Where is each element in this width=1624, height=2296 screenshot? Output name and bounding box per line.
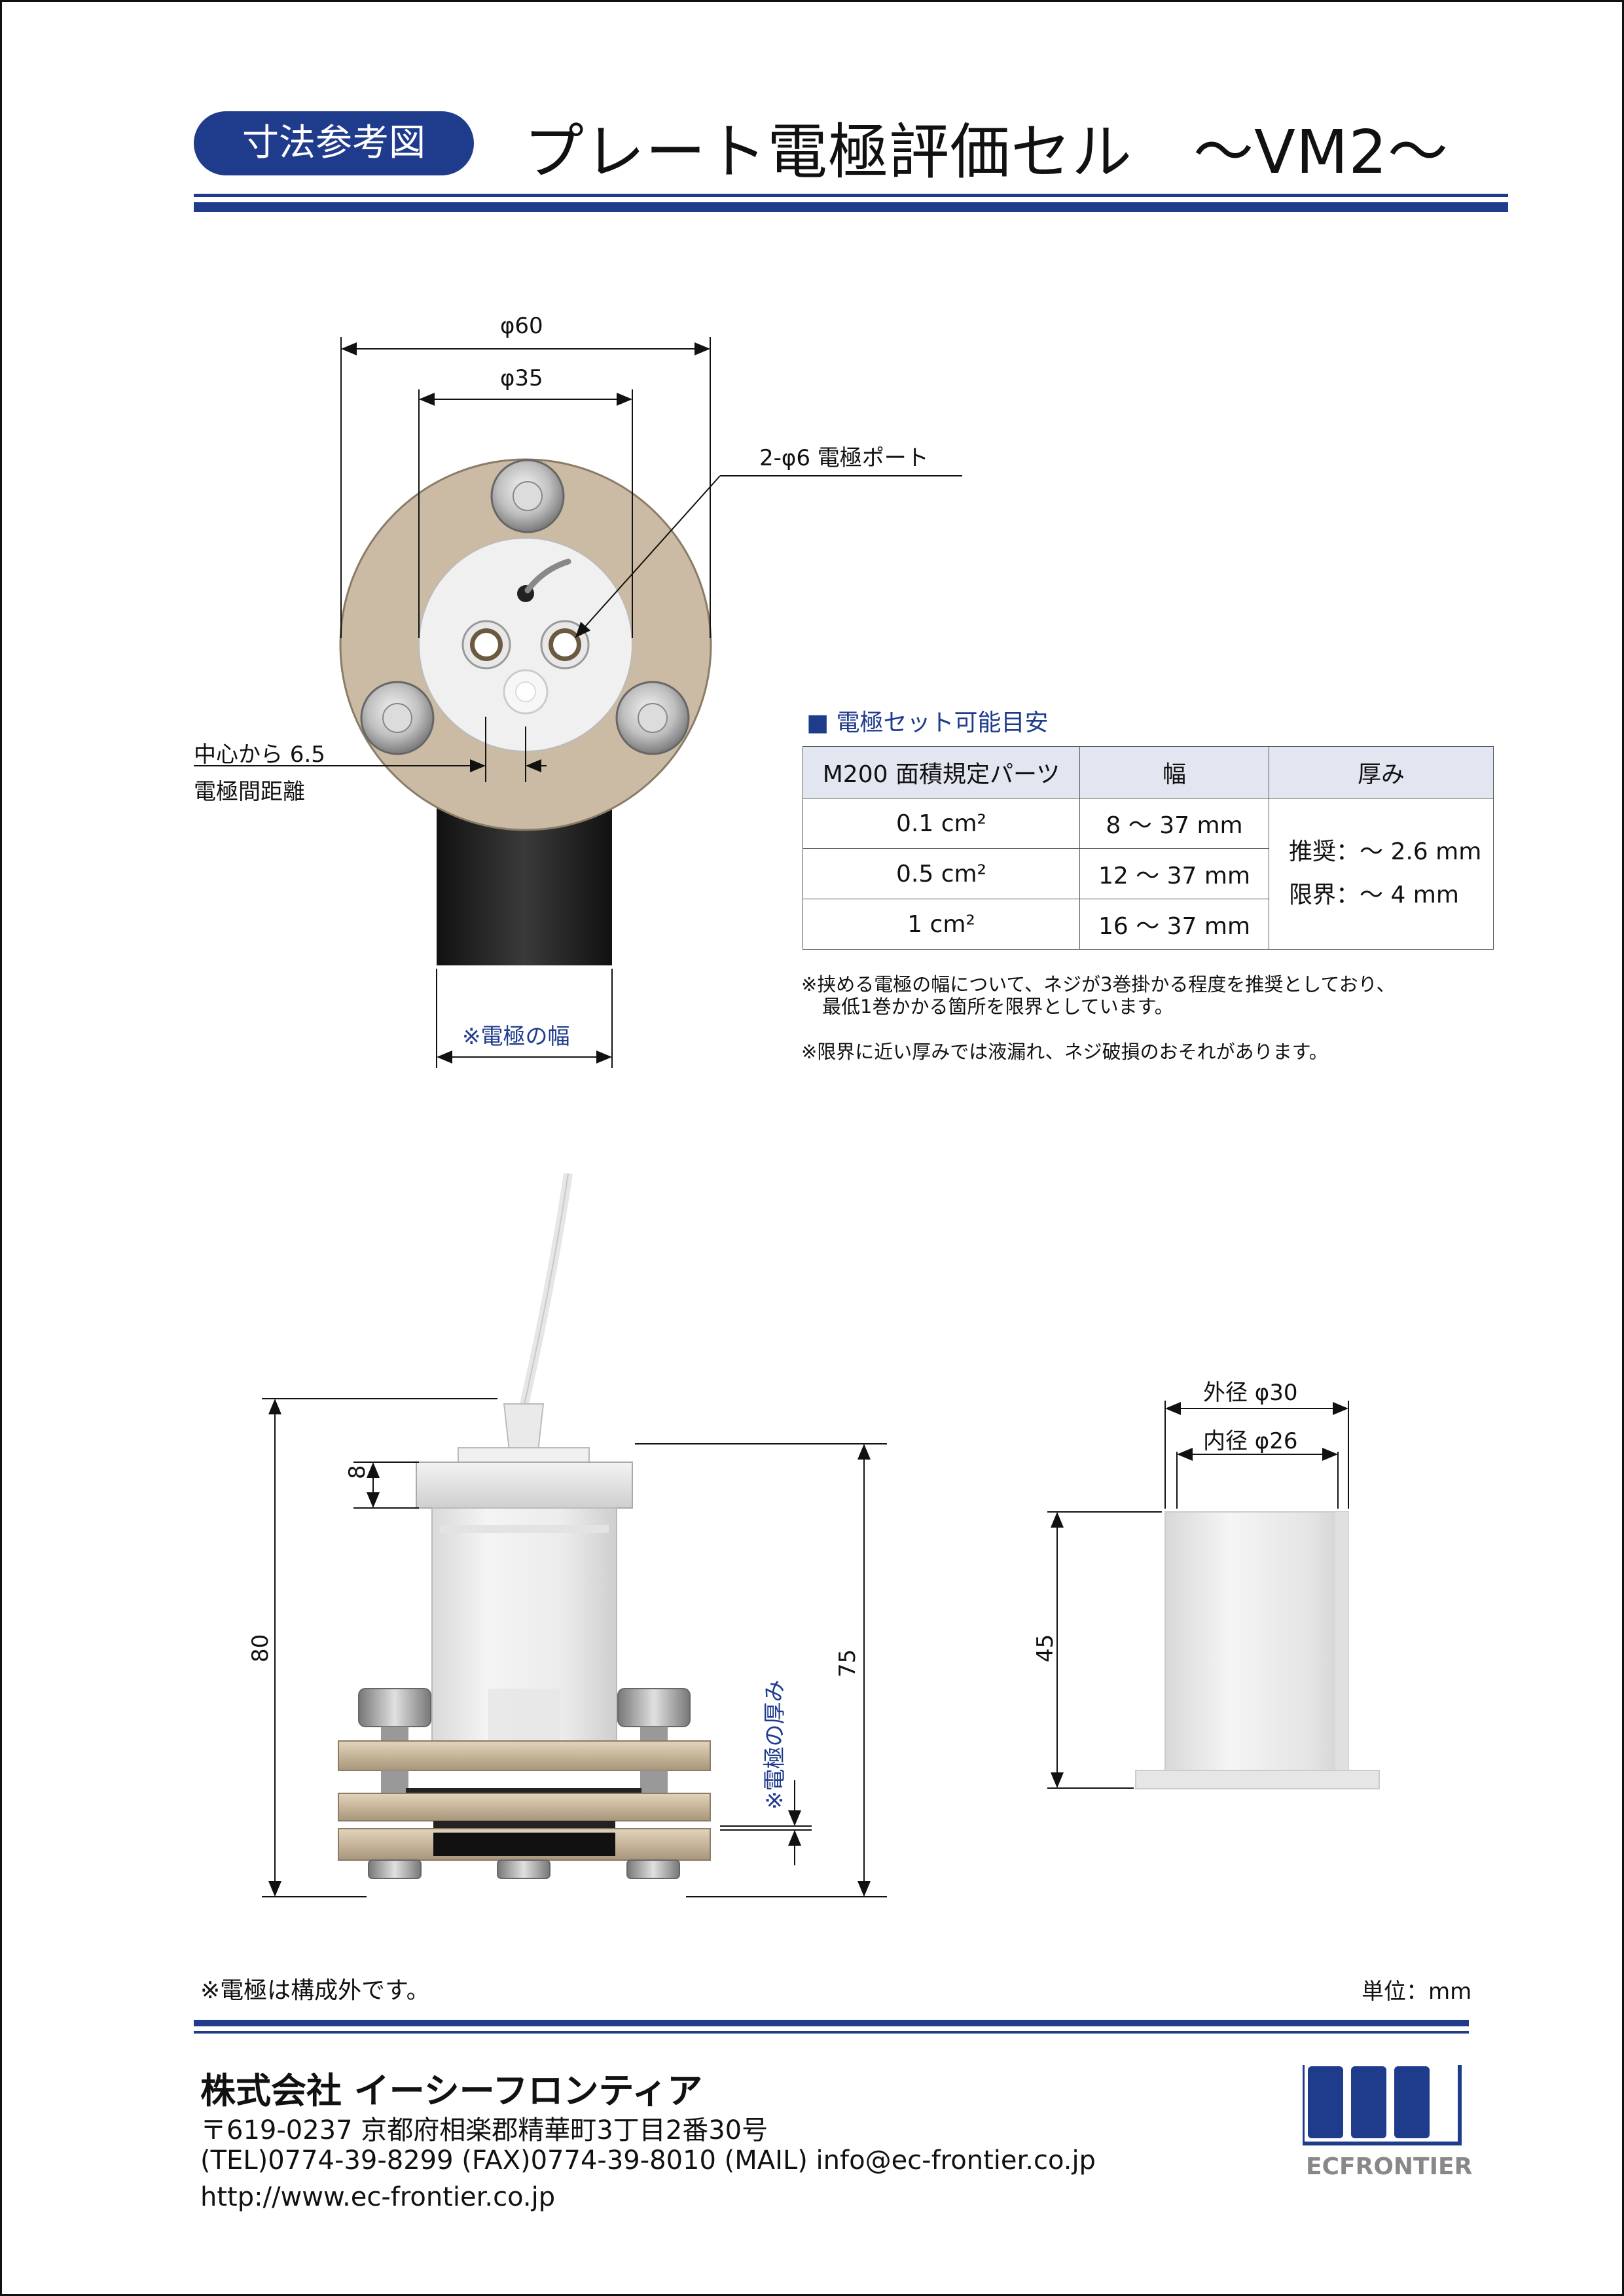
company-address: 〒619-0237 京都府相楽郡精華町3丁目2番30号: [200, 2115, 768, 2145]
electrode-excluded-note: ※電極は構成外です。: [200, 1977, 430, 2004]
company-name: 株式会社 イーシーフロンティア: [200, 2070, 703, 2111]
company-contact: (TEL)0774-39-8299 (FAX)0774-39-8010 (MAI…: [200, 2145, 1096, 2176]
cell-width: 8 ～ 37 mm: [1079, 798, 1269, 849]
header-rule-thick: [194, 202, 1508, 212]
table-row: 0.1 cm² 8 ～ 37 mm 推奨：～ 2.6 mm 限界：～ 4 mm: [803, 798, 1494, 950]
dim-phi35: φ35: [500, 365, 543, 391]
table-header-row: M200 面積規定パーツ 幅 厚み: [803, 746, 1494, 798]
col-header-width: 幅: [1079, 746, 1269, 798]
cylinder-height-dim: 45: [1032, 1634, 1058, 1662]
spec-note-2: ※限界に近い厚みでは液漏れ、ネジ破損のおそれがあります。: [801, 1041, 1328, 1063]
col-header-thickness: 厚み: [1269, 746, 1494, 798]
electrode-distance-label: 電極間距離: [194, 779, 305, 805]
footer-rule-thin: [194, 2031, 1469, 2034]
header-badge: 寸法参考図: [194, 111, 474, 175]
table-row: 1 cm² 16 ～ 37 mm: [803, 899, 1494, 950]
top-view-drawing: [194, 337, 962, 1068]
spec-note-1b: 最低1巻かかる箇所を限界としています。: [822, 996, 1174, 1018]
dim-75: 75: [835, 1649, 861, 1677]
center-distance-label: 中心から 6.5: [194, 742, 325, 768]
cell-area: 0.1 cm²: [803, 798, 1080, 849]
cell-width: 12 ～ 37 mm: [1079, 848, 1269, 899]
port-label: 2-φ6 電極ポート: [759, 445, 929, 471]
dim-phi60: φ60: [500, 313, 543, 339]
cylinder-drawing: [1047, 1401, 1380, 1789]
company-logo: [1303, 2065, 1462, 2145]
spec-note-1a: ※挟める電極の幅について、ネジが3巻掛かる程度を推奨としており、: [801, 973, 1396, 996]
dim-8: 8: [344, 1465, 370, 1479]
thickness-limit: 限界：～ 4 mm: [1289, 882, 1459, 908]
header-rule-thin: [194, 194, 1508, 197]
cylinder-inner-dim: 内径 φ26: [1203, 1428, 1298, 1454]
thickness-label: ※電極の厚み: [762, 1679, 788, 1810]
side-view-drawing: [262, 1172, 887, 1897]
cell-area: 0.5 cm²: [803, 848, 1080, 899]
cell-width: 16 ～ 37 mm: [1079, 899, 1269, 950]
col-header-parts: M200 面積規定パーツ: [803, 746, 1080, 798]
unit-label: 単位：mm: [1362, 1979, 1472, 2005]
spec-table: M200 面積規定パーツ 幅 厚み 0.1 cm² 8 ～ 37 mm 推奨：～…: [803, 746, 1494, 950]
logo-text: ECFRONTIER: [1306, 2153, 1473, 2180]
company-url[interactable]: http://www.ec-frontier.co.jp: [200, 2182, 556, 2212]
page-title: プレート電極評価セル ～VM2～: [524, 117, 1449, 187]
cell-area: 1 cm²: [803, 899, 1080, 950]
cylinder-outer-dim: 外径 φ30: [1203, 1380, 1298, 1406]
table-row: 0.5 cm² 12 ～ 37 mm: [803, 848, 1494, 899]
electrode-width-label: ※電極の幅: [462, 1024, 570, 1050]
spec-heading: ■ 電極セット可能目安: [806, 709, 1049, 736]
footer-rule-thick: [194, 2020, 1469, 2026]
cell-thickness: 推奨：～ 2.6 mm 限界：～ 4 mm: [1269, 798, 1494, 950]
thickness-recommended: 推奨：～ 2.6 mm: [1289, 838, 1482, 865]
dim-80: 80: [247, 1634, 274, 1662]
